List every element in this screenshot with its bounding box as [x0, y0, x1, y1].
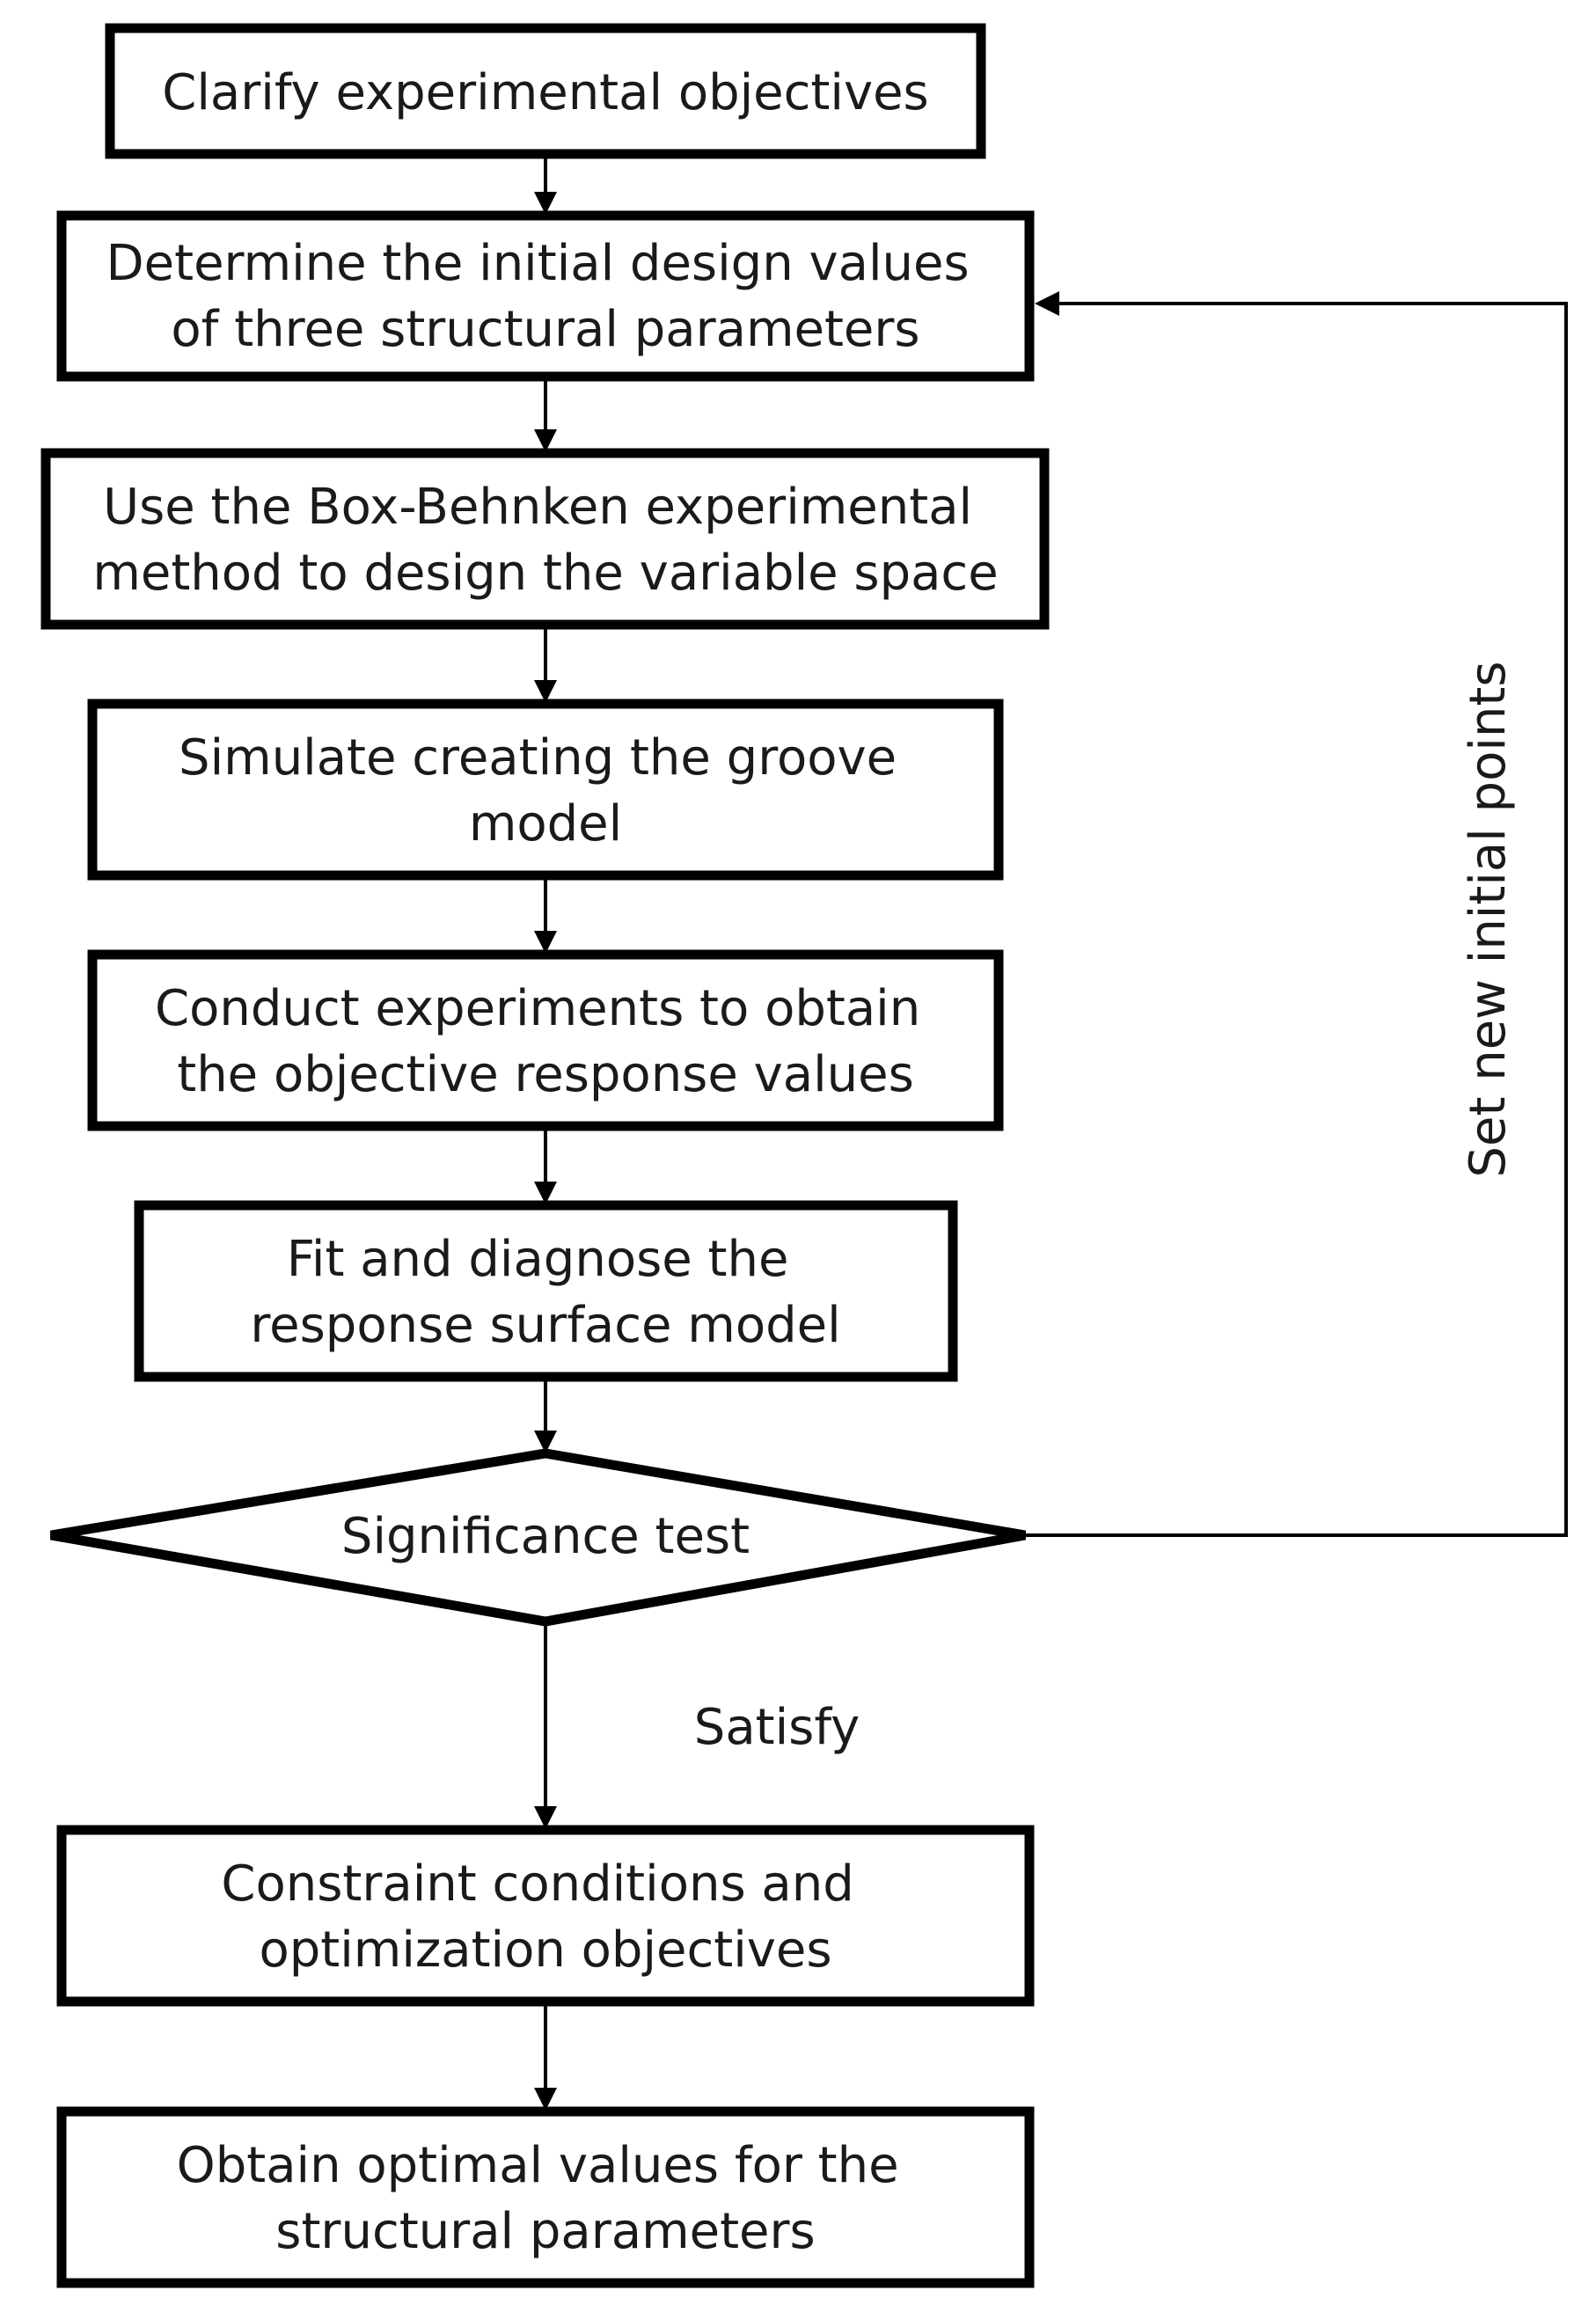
step-2-text: Determine the initial design values of t… — [106, 235, 985, 358]
step-3-line-1: Use the Box-Behnken experimental — [103, 479, 972, 536]
decision-text: Significance test — [341, 1508, 750, 1565]
arrowhead-4-5 — [534, 931, 557, 954]
arrowhead-constraints-final — [534, 2088, 557, 2111]
final-step-2-text: Obtain optimal values for the structural… — [177, 2137, 915, 2260]
arrowhead-6-decision — [534, 1431, 557, 1453]
arrowhead-5-6 — [534, 1182, 557, 1204]
arrowhead-1-2 — [534, 192, 557, 215]
step-6-text: Fit and diagnose the response surface mo… — [250, 1231, 840, 1354]
decision-diamond — [50, 1448, 1026, 1627]
step-6-line-1: Fit and diagnose the — [287, 1231, 789, 1288]
box-initial-design-values — [56, 210, 1035, 382]
satisfy-label: Satisfy — [694, 1699, 860, 1756]
step-5-line-2: the objective response values — [177, 1046, 914, 1103]
step-2-line-2: of three structural parameters — [171, 301, 919, 358]
step-3-line-2: method to design the variable space — [92, 545, 998, 602]
step-2-line-1: Determine the initial design values — [106, 235, 970, 292]
step-3-text: Use the Box-Behnken experimental method … — [92, 479, 998, 602]
box-box-behnken-method — [40, 448, 1050, 630]
final-step-1-line-2: optimization objectives — [259, 1921, 831, 1979]
step-5-line-1: Conduct experiments to obtain — [155, 980, 920, 1037]
feedback-loop-line — [1021, 302, 1568, 1537]
final-step-2-line-2: structural parameters — [275, 2203, 815, 2260]
final-step-2-line-1: Obtain optimal values for the — [177, 2137, 899, 2194]
step-5-text: Conduct experiments to obtain the object… — [155, 980, 936, 1103]
step-4-line-2: model — [469, 795, 622, 853]
arrowhead-2-3 — [534, 429, 557, 452]
feedback-arrowhead — [1035, 291, 1059, 316]
arrowhead-3-4 — [534, 680, 557, 703]
arrowhead-decision-constraints — [534, 1806, 557, 1829]
box-constraints-objectives — [56, 1825, 1035, 2007]
final-step-1-line-1: Constraint conditions and — [221, 1855, 853, 1913]
step-4-text: Simulate creating the groove model — [179, 729, 912, 853]
box-fit-diagnose-model — [134, 1200, 958, 1382]
feedback-label: Set new initial points — [1460, 661, 1517, 1177]
box-conduct-experiments — [87, 949, 1004, 1131]
step-1-line-1: Clarify experimental objectives — [162, 64, 928, 121]
box-obtain-optimal-values — [56, 2106, 1035, 2288]
decision-label: Significance test — [341, 1508, 750, 1565]
box-clarify-objectives — [105, 23, 986, 159]
final-step-1-text: Constraint conditions and optimization o… — [221, 1855, 869, 1979]
step-1-text: Clarify experimental objectives — [162, 64, 928, 121]
step-6-line-2: response surface model — [250, 1297, 840, 1354]
box-simulate-groove-model — [87, 699, 1004, 881]
step-4-line-1: Simulate creating the groove — [179, 729, 897, 787]
